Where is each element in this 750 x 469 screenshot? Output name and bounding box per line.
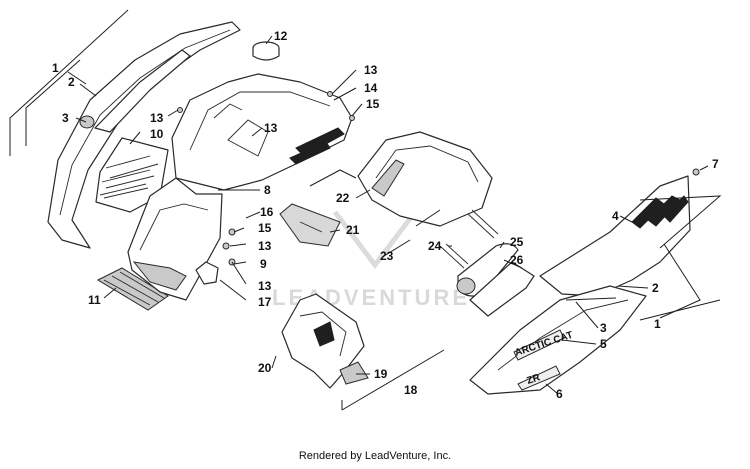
callout-13: 13 [264, 121, 278, 135]
leader-lines [67, 35, 709, 395]
callout-22: 22 [336, 191, 350, 205]
callout-8: 8 [264, 183, 271, 197]
cap-part [252, 41, 280, 61]
callout-3: 3 [600, 321, 607, 335]
callout-13: 13 [364, 63, 378, 77]
left-hood-part [47, 21, 241, 249]
callout-1: 1 [654, 317, 661, 331]
callout-5: 5 [600, 337, 607, 351]
right-hood-panel-part: ARCTIC CAT ZR [469, 285, 647, 395]
heat-shield-part [469, 261, 535, 317]
callout-12: 12 [274, 29, 288, 43]
callout-14: 14 [364, 81, 378, 95]
footer-credit: Rendered by LeadVenture, Inc. [298, 450, 452, 462]
bracket-part [177, 91, 355, 285]
callout-13: 13 [258, 239, 272, 253]
callout-10: 10 [150, 127, 164, 141]
callout-15: 15 [366, 97, 380, 111]
callout-2: 2 [652, 281, 659, 295]
lower-fairing-part [281, 293, 369, 389]
straps-part [439, 209, 499, 269]
callout-23: 23 [380, 249, 394, 263]
mesh-screen-part [96, 267, 169, 311]
callout-3: 3 [62, 111, 69, 125]
right-side-panel-part [539, 168, 700, 297]
upper-cowl-part [171, 73, 353, 191]
callout-20: 20 [258, 361, 272, 375]
console-tray-part [357, 131, 493, 227]
callout-17: 17 [258, 295, 272, 309]
callout-13: 13 [258, 279, 272, 293]
callout-21: 21 [346, 223, 360, 237]
callout-7: 7 [712, 157, 719, 171]
callout-4: 4 [612, 209, 619, 223]
callout-6: 6 [556, 387, 563, 401]
callout-15: 15 [258, 221, 272, 235]
callout-19: 19 [374, 367, 388, 381]
callout-labels: 1 2 3 10 13 11 12 13 14 15 13 8 16 15 13… [52, 29, 719, 401]
model-decal: ZR [526, 372, 543, 387]
callout-2: 2 [68, 75, 75, 89]
callout-11: 11 [88, 293, 101, 307]
callout-9: 9 [260, 257, 267, 271]
assembly-brackets [9, 9, 722, 411]
callout-25: 25 [510, 235, 524, 249]
callout-18: 18 [404, 383, 418, 397]
callout-13: 13 [150, 111, 164, 125]
callout-16: 16 [260, 205, 274, 219]
callout-26: 26 [510, 253, 524, 267]
callout-1: 1 [52, 61, 59, 75]
vent-part [95, 137, 169, 213]
callout-24: 24 [428, 239, 442, 253]
panel-part [279, 203, 341, 247]
